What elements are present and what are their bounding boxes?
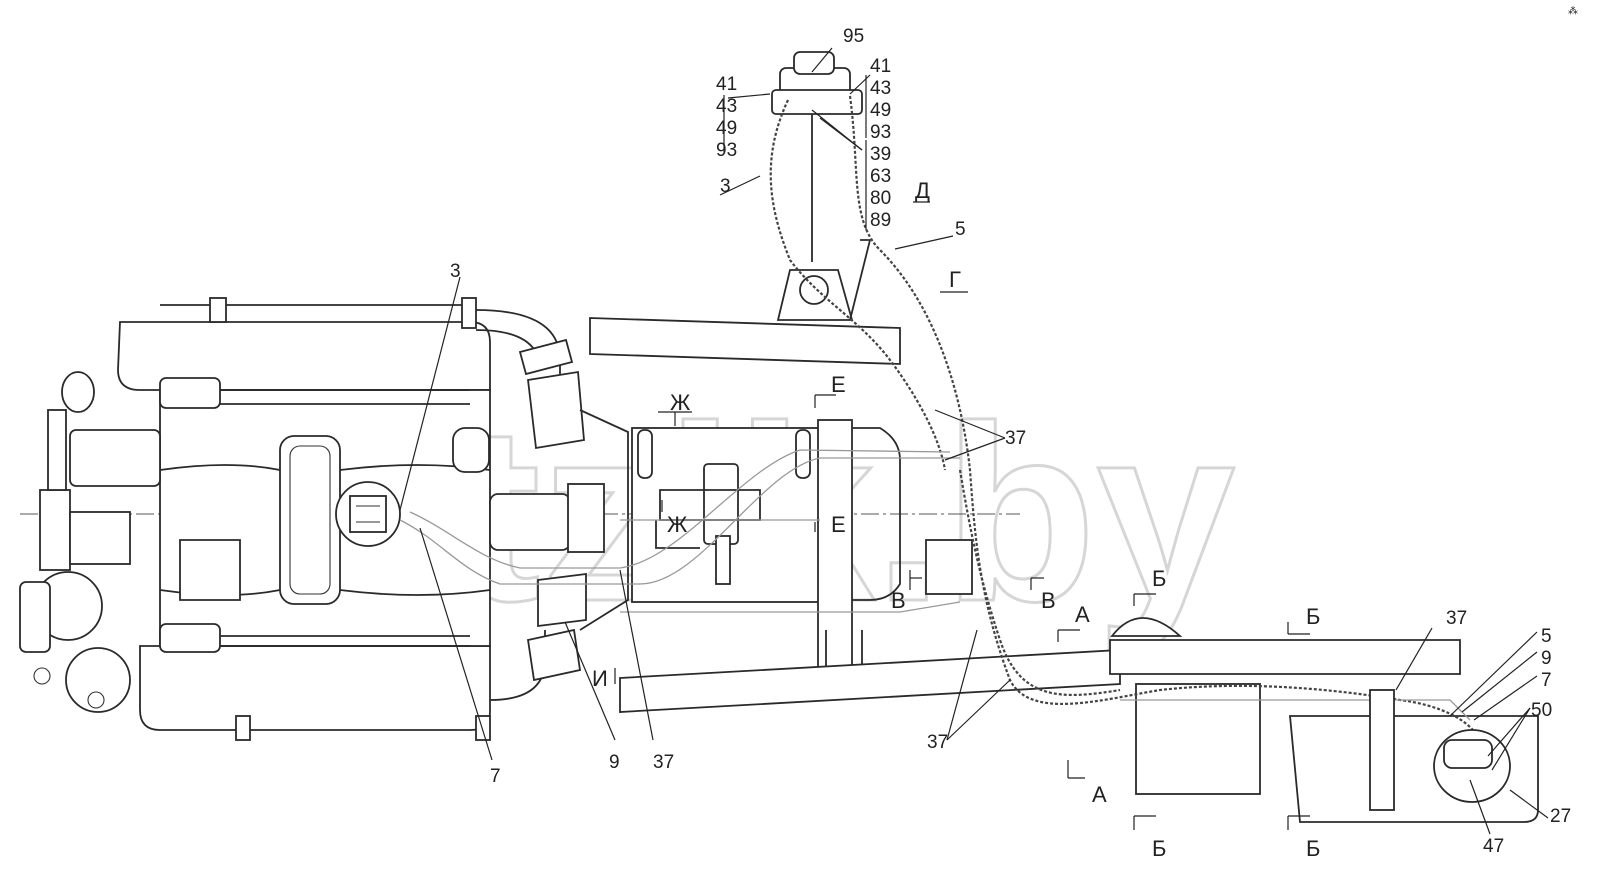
section-zh-bottom: Ж xyxy=(667,512,688,537)
callout-49-left: 49 xyxy=(716,118,737,139)
callout-3-top: 3 xyxy=(720,176,731,197)
engine-assembly xyxy=(19,297,561,741)
brake-valve-assembly xyxy=(771,51,872,321)
hose-3 xyxy=(769,99,947,471)
gearbox xyxy=(631,419,973,671)
callout-5-rear: 5 xyxy=(1541,626,1552,647)
callout-80: 80 xyxy=(870,188,891,209)
callout-37-gearbox: 37 xyxy=(653,752,674,773)
section-d: Д xyxy=(915,178,930,203)
turbocharger-section xyxy=(489,338,629,682)
callout-37-mid: 37 xyxy=(1005,428,1026,449)
callout-95: 95 xyxy=(843,26,864,47)
air-lines xyxy=(399,95,1481,811)
callout-43-right: 43 xyxy=(870,78,891,99)
pipe-9 xyxy=(409,449,951,569)
callout-5-top: 5 xyxy=(955,219,966,240)
callout-93-right: 93 xyxy=(870,122,891,143)
section-e-bottom: Е xyxy=(831,512,846,537)
pipe-7 xyxy=(399,457,960,585)
callout-93-left: 93 xyxy=(716,140,737,161)
air-receiver xyxy=(1433,729,1511,803)
section-b-bottom-right: Б xyxy=(1306,836,1320,861)
section-markers: Д Г Е Е Ж Ж В В А А Б Б Б Б И ⁂ xyxy=(592,6,1578,861)
callout-50: 50 xyxy=(1531,700,1552,721)
callout-37-bottom: 37 xyxy=(927,732,948,753)
callout-47: 47 xyxy=(1483,836,1504,857)
callout-7-engine: 7 xyxy=(490,766,501,787)
callout-9-rear: 9 xyxy=(1541,648,1552,669)
callout-63: 63 xyxy=(870,166,891,187)
section-a-bottom: А xyxy=(1092,782,1107,807)
callout-41-right: 41 xyxy=(870,56,891,77)
pipe-rear xyxy=(1120,699,1471,721)
callout-7-rear: 7 xyxy=(1541,670,1552,691)
section-v-right: В xyxy=(1041,588,1056,613)
section-i: И xyxy=(592,666,608,691)
part-callouts: 95 41 43 49 93 41 43 49 93 39 63 80 89 3… xyxy=(450,26,1571,857)
section-g: Г xyxy=(949,267,961,292)
callout-9-engine: 9 xyxy=(609,752,620,773)
section-a-top: А xyxy=(1075,602,1090,627)
section-b-bottom-left: Б xyxy=(1152,836,1166,861)
callout-37-rear: 37 xyxy=(1446,608,1467,629)
section-b-top-left: Б xyxy=(1152,566,1166,591)
callout-41-left: 41 xyxy=(716,74,737,95)
section-v-left: В xyxy=(891,588,906,613)
pipe-main xyxy=(620,519,961,613)
section-zh-top: Ж xyxy=(670,390,691,415)
callout-49-right: 49 xyxy=(870,100,891,121)
callout-89: 89 xyxy=(870,210,891,231)
callout-43-left: 43 xyxy=(716,96,737,117)
callout-3-engine: 3 xyxy=(450,261,461,282)
callout-39: 39 xyxy=(870,144,891,165)
section-b-top-right: Б xyxy=(1306,604,1320,629)
leader-lines xyxy=(399,47,1549,835)
section-e-top: Е xyxy=(831,372,846,397)
callout-27: 27 xyxy=(1550,806,1571,827)
corner-mark: ⁂ xyxy=(1568,6,1578,17)
hose-37 xyxy=(958,469,1121,697)
